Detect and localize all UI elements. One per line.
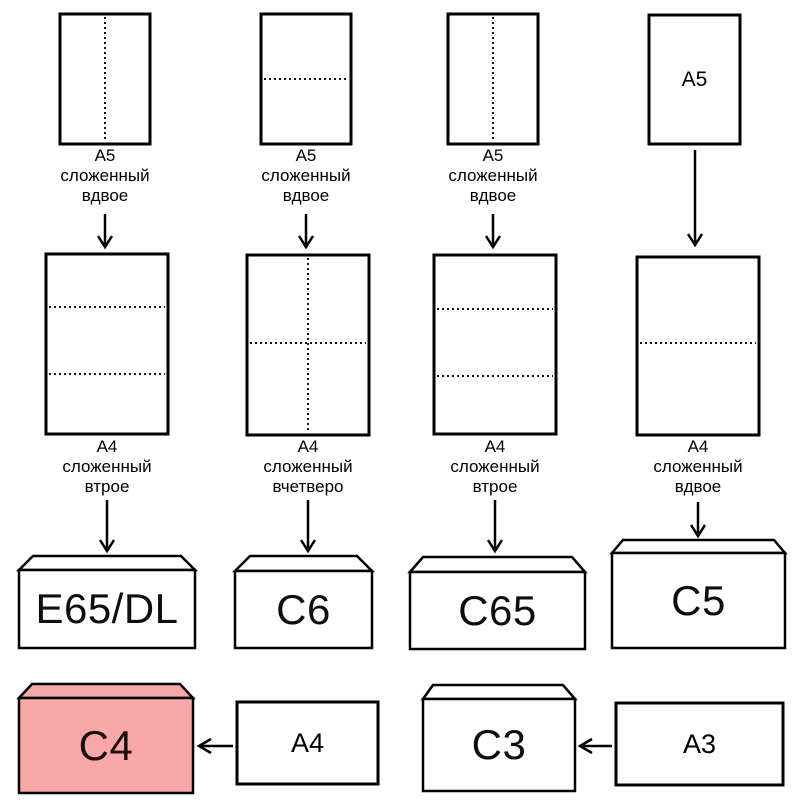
- caption-a4-folded-thirds-1: A4 сложенный втрое: [62, 437, 152, 496]
- arrow-down-col2-row2: [299, 500, 317, 554]
- envelope-body: [17, 696, 195, 795]
- arrow-head-icon: [297, 235, 315, 250]
- sheet-a5-fold-vertical-1: [58, 12, 152, 146]
- arrow-head-icon: [196, 737, 212, 755]
- envelope-body: [17, 568, 197, 650]
- arrow-head-icon: [98, 539, 116, 554]
- envelope-flap: [407, 555, 588, 574]
- paper-label-a3: A3: [682, 728, 717, 759]
- envelope-flap: [16, 682, 196, 700]
- caption-a5-folded-half-2: A5 сложенный вдвое: [261, 146, 351, 205]
- paper-a3-source: [614, 701, 785, 787]
- sheet-a4-fold-thirds-1: [44, 252, 170, 436]
- arrow-head-icon: [486, 539, 504, 554]
- paper-outline: [614, 701, 785, 787]
- paper-outline: [635, 255, 761, 437]
- arrow-head-icon: [96, 235, 114, 250]
- paper-outline: [647, 13, 742, 146]
- envelope-c65: [407, 555, 588, 651]
- paper-outline: [235, 700, 380, 786]
- envelope-label-c5: C5: [671, 576, 726, 624]
- arrow-down-col4: [686, 150, 704, 248]
- paper-a4-source: [235, 700, 380, 786]
- envelope-c6: [231, 554, 376, 650]
- envelope-c3: [420, 683, 578, 793]
- arrow-down-col1: [96, 214, 114, 250]
- paper-outline: [432, 253, 558, 436]
- arrow-head-icon: [577, 737, 593, 755]
- envelope-flap: [231, 554, 376, 573]
- sheet-a4-fold-quarters: [245, 253, 371, 437]
- sheet-a5-label: A5: [681, 67, 708, 91]
- sheet-a5-fold-horizontal: [259, 12, 353, 146]
- paper-label-a4: A4: [290, 727, 325, 758]
- envelope-body: [421, 697, 577, 793]
- caption-a4-folded-thirds-2: A4 сложенный втрое: [450, 437, 540, 496]
- caption-a4-folded-quarters: A4 сложенный вчетверо: [263, 437, 353, 496]
- envelope-label-c65: C65: [458, 586, 537, 634]
- arrow-head-icon: [484, 235, 502, 250]
- arrow-left-a3-to-c3: [577, 737, 612, 755]
- caption-a5-folded-half-1: A5 сложенный вдвое: [60, 146, 150, 205]
- envelope-label-c6: C6: [276, 585, 331, 633]
- envelope-flap: [420, 683, 578, 701]
- envelope-c5: [609, 538, 788, 650]
- envelope-body: [233, 569, 374, 650]
- arrow-down-col3-row2: [486, 500, 504, 554]
- arrow-down-col4-row2: [689, 502, 707, 539]
- envelope-c4-highlighted: [16, 682, 196, 795]
- sheet-a4-fold-thirds-2: [432, 253, 558, 436]
- envelope-label-e65dl: E65/DL: [35, 585, 179, 632]
- arrow-head-icon: [299, 539, 317, 554]
- envelope-body: [408, 570, 587, 651]
- envelope-flap: [15, 554, 199, 572]
- arrow-down-col2: [297, 214, 315, 250]
- envelope-label-c3: C3: [471, 721, 527, 768]
- sheet-a5-unfolded: [647, 13, 742, 146]
- arrow-left-a4-to-c4: [196, 737, 233, 755]
- sheet-a4-fold-half: [635, 255, 761, 437]
- arrow-down-col1-row2: [98, 500, 116, 554]
- sheet-a5-fold-vertical-2: [446, 12, 540, 146]
- arrow-down-col3: [484, 214, 502, 250]
- envelope-flap: [609, 538, 788, 555]
- envelope-body: [610, 551, 787, 650]
- arrow-head-icon: [686, 233, 704, 248]
- envelope-label-c4: C4: [78, 721, 134, 769]
- envelope-e65dl: [15, 554, 199, 650]
- caption-a5-folded-half-3: A5 сложенный вдвое: [448, 146, 538, 205]
- caption-a4-folded-half: A4 сложенный вдвое: [653, 437, 743, 496]
- paper-outline: [44, 252, 170, 436]
- arrow-head-icon: [689, 524, 707, 539]
